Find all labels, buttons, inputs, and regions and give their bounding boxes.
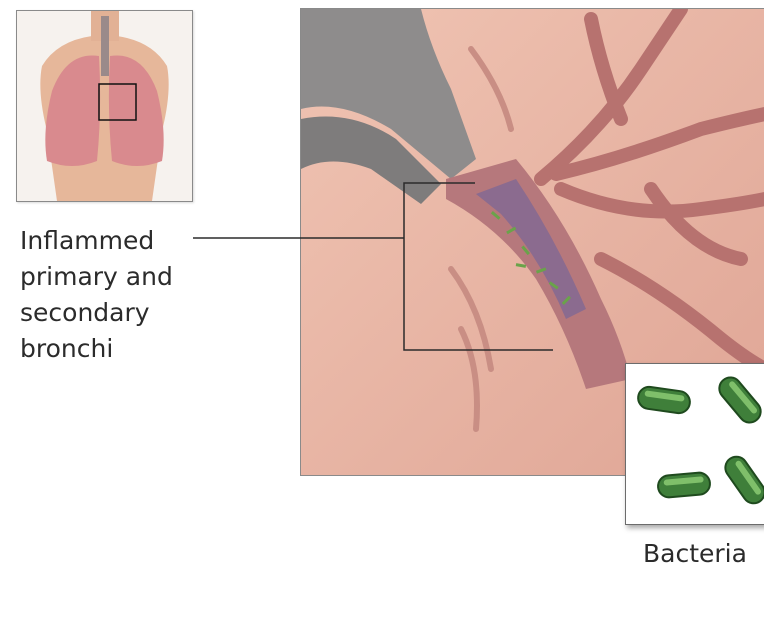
bacterium-rod — [721, 452, 764, 507]
torso-lungs-illustration — [17, 11, 192, 201]
bacterium-rod — [657, 472, 711, 498]
bacteria-illustration — [626, 364, 764, 524]
bacteria-inset — [625, 363, 764, 525]
torso-thumbnail — [16, 10, 193, 202]
inflamed-label-line-4: bronchi — [20, 331, 220, 367]
inflamed-label-line-1: Inflammed — [20, 223, 220, 259]
bacterium-rod — [637, 385, 692, 414]
inflamed-bronchi-label: Inflammed primary and secondary bronchi — [20, 223, 220, 367]
trachea-shape — [101, 16, 109, 76]
bacterium-rod — [715, 373, 764, 427]
bacteria-label: Bacteria — [643, 536, 747, 572]
inflamed-label-line-2: primary and — [20, 259, 220, 295]
inflamed-label-line-3: secondary — [20, 295, 220, 331]
